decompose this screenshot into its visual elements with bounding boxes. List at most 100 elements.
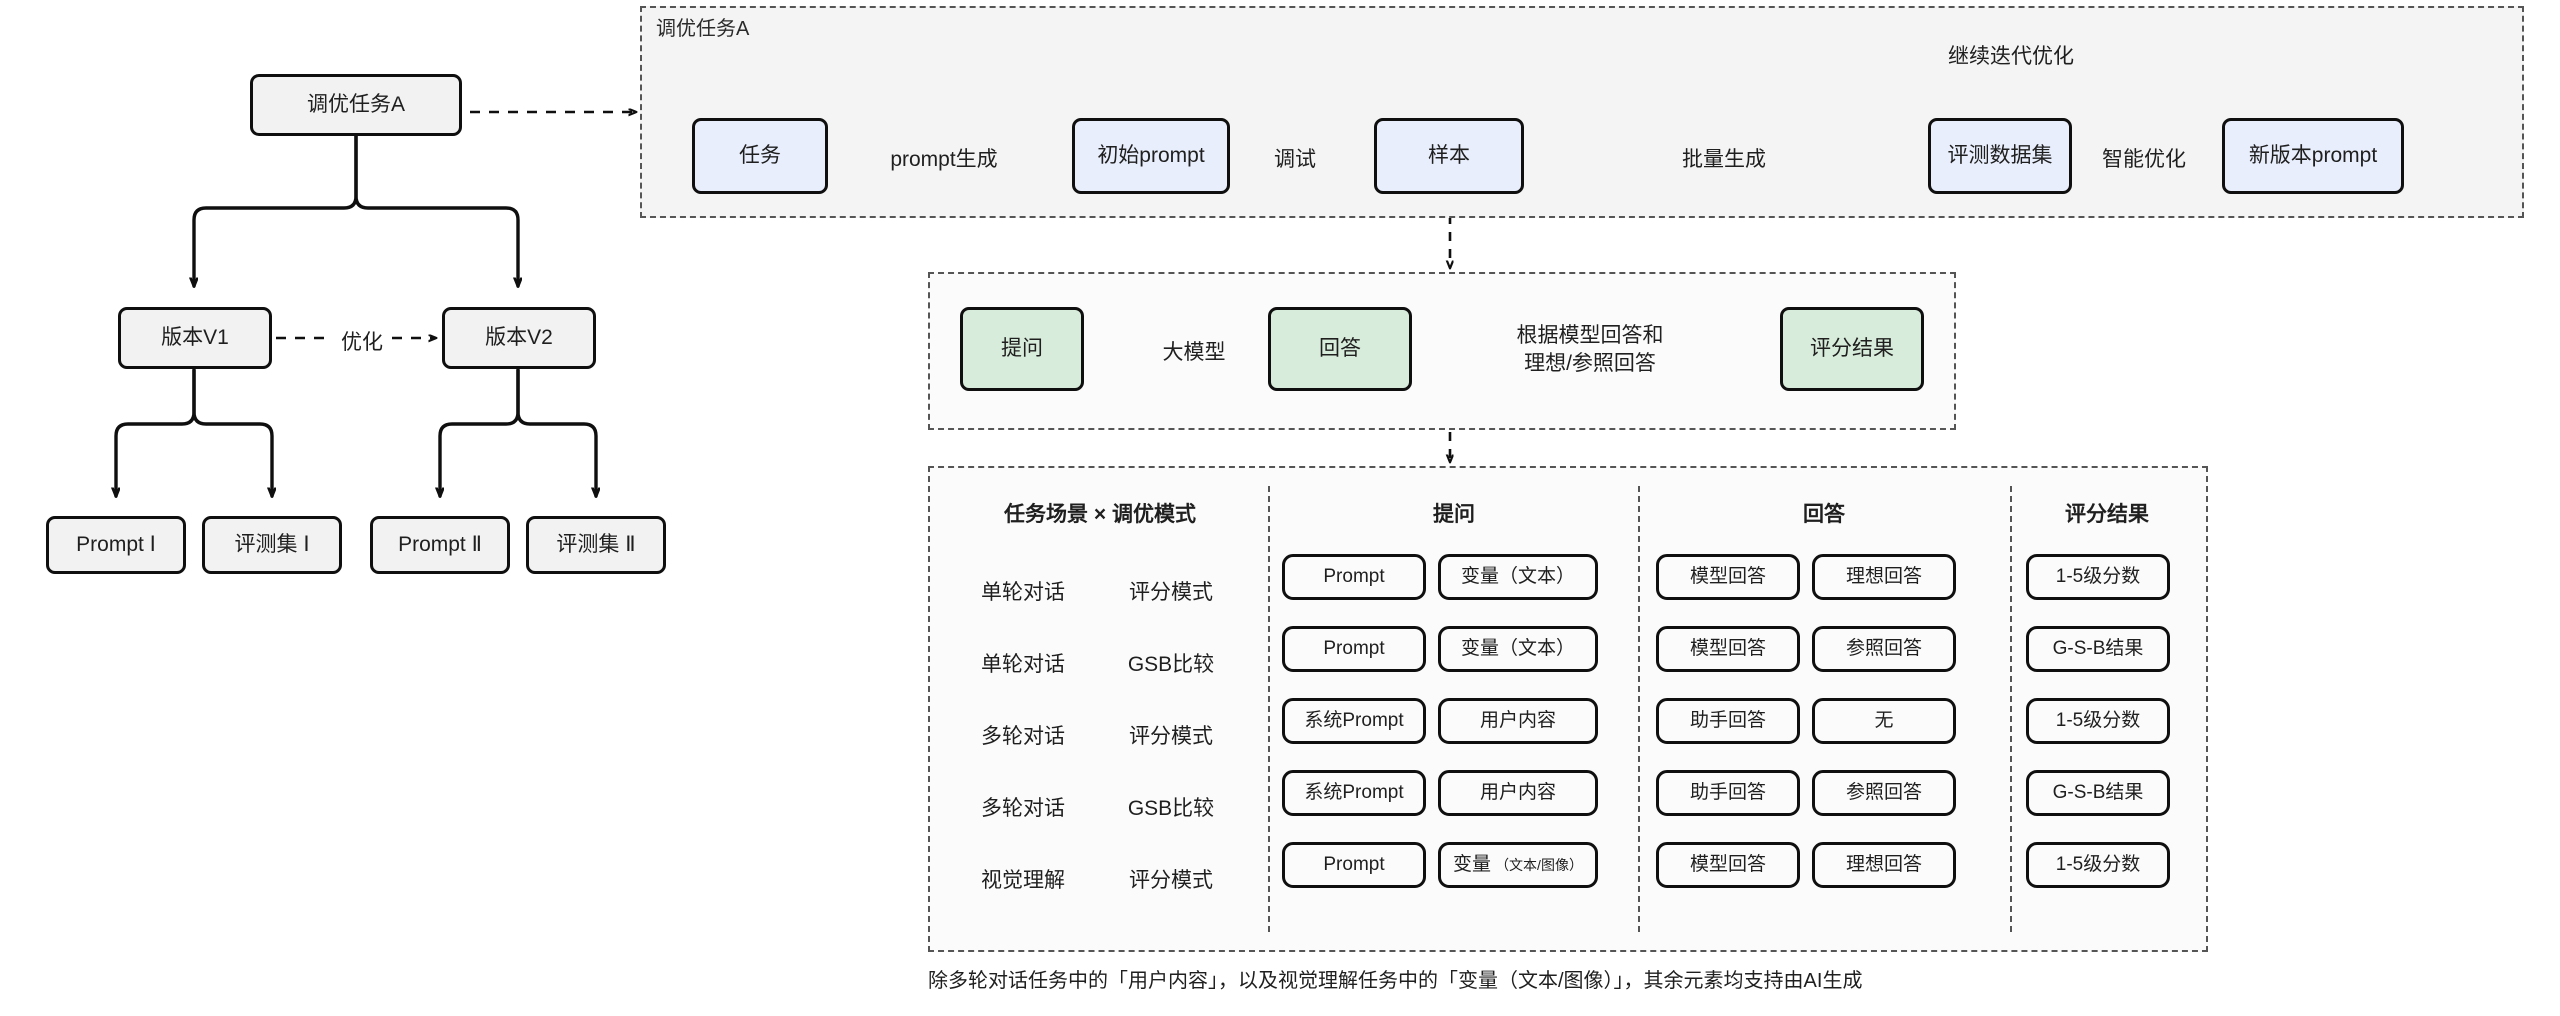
matrix-cell-label: Prompt [1323, 638, 1385, 660]
matrix-divider-1 [1268, 486, 1270, 932]
matrix-cell-label: Prompt [1323, 566, 1385, 588]
matrix-cell-question-b[interactable]: 变量（文本/图像） [1438, 842, 1598, 888]
pipeline-node-task[interactable]: 任务 [692, 118, 828, 194]
leaf-evalset-2-node[interactable]: 评测集 Ⅱ [526, 516, 666, 574]
matrix-cell-score[interactable]: 1-5级分数 [2026, 698, 2170, 744]
leaf-prompt-2-label: Prompt Ⅱ [398, 532, 482, 556]
tree-root-node[interactable]: 调优任务A [250, 74, 462, 136]
eval-edge-criteria: 根据模型回答和 理想/参照回答 [1482, 322, 1698, 377]
matrix-cell-label: Prompt [1323, 854, 1385, 876]
pipeline-node-sample[interactable]: 样本 [1374, 118, 1524, 194]
matrix-cell-answer-b[interactable]: 无 [1812, 698, 1956, 744]
matrix-cell-label: 变量（文本） [1460, 566, 1575, 588]
pipeline-loop-label: 继续迭代优化 [1920, 40, 2102, 70]
eval-node-question-label: 提问 [1001, 336, 1043, 360]
matrix-row-scenario: 单轮对话 [981, 653, 1065, 676]
pipeline-edge-smart-opt: 智能优化 [2102, 148, 2186, 171]
eval-node-answer[interactable]: 回答 [1268, 307, 1412, 391]
version-v1-label: 版本V1 [161, 325, 229, 349]
matrix-row-scenario: 多轮对话 [981, 725, 1065, 748]
matrix-header-answer: 回答 [1803, 503, 1845, 526]
matrix-cell-label: 1-5级分数 [2055, 566, 2141, 588]
matrix-cell-question-b[interactable]: 用户内容 [1438, 698, 1598, 744]
matrix-cell-label: 模型回答 [1689, 854, 1766, 876]
matrix-cell-score[interactable]: 1-5级分数 [2026, 842, 2170, 888]
matrix-cell-question-a[interactable]: Prompt [1282, 842, 1426, 888]
pipeline-node-new-prompt[interactable]: 新版本prompt [2222, 118, 2404, 194]
pipeline-node-sample-label: 样本 [1428, 143, 1470, 167]
matrix-row-scenario: 视觉理解 [981, 869, 1065, 892]
matrix-cell-label: 理想回答 [1845, 854, 1922, 876]
pipeline-node-new-prompt-label: 新版本prompt [2248, 143, 2378, 167]
matrix-header-score: 评分结果 [2065, 503, 2149, 526]
matrix-header-scenario: 任务场景 × 调优模式 [1004, 503, 1196, 526]
matrix-cell-label: 参照回答 [1845, 782, 1922, 804]
pipeline-container-label: 调优任务A [656, 18, 750, 40]
matrix-cell-question-a[interactable]: Prompt [1282, 626, 1426, 672]
matrix-cell-question-b[interactable]: 变量（文本） [1438, 554, 1598, 600]
leaf-prompt-1-label: Prompt Ⅰ [76, 532, 156, 556]
leaf-evalset-1-node[interactable]: 评测集 Ⅰ [202, 516, 342, 574]
pipeline-node-initial-prompt[interactable]: 初始prompt [1072, 118, 1230, 194]
eval-node-answer-label: 回答 [1319, 336, 1361, 360]
pipeline-edge-debug: 调试 [1274, 148, 1316, 171]
eval-node-score-result[interactable]: 评分结果 [1780, 307, 1924, 391]
version-v1-node[interactable]: 版本V1 [118, 307, 272, 369]
matrix-cell-label: 模型回答 [1689, 638, 1766, 660]
matrix-cell-answer-a[interactable]: 模型回答 [1656, 842, 1800, 888]
matrix-cell-answer-a[interactable]: 模型回答 [1656, 626, 1800, 672]
matrix-cell-score[interactable]: G-S-B结果 [2026, 626, 2170, 672]
leaf-prompt-1-node[interactable]: Prompt Ⅰ [46, 516, 186, 574]
matrix-row-mode: 评分模式 [1129, 725, 1213, 748]
eval-edge-llm: 大模型 [1162, 341, 1226, 364]
version-v2-label: 版本V2 [485, 325, 553, 349]
matrix-cell-question-a[interactable]: Prompt [1282, 554, 1426, 600]
matrix-cell-answer-b[interactable]: 参照回答 [1812, 770, 1956, 816]
version-edge-label: 优化 [341, 331, 383, 354]
matrix-cell-label: 变量（文本） [1460, 638, 1575, 660]
matrix-cell-score[interactable]: 1-5级分数 [2026, 554, 2170, 600]
matrix-cell-answer-a[interactable]: 助手回答 [1656, 770, 1800, 816]
matrix-cell-answer-b[interactable]: 参照回答 [1812, 626, 1956, 672]
matrix-row-mode: 评分模式 [1129, 869, 1213, 892]
pipeline-node-task-label: 任务 [739, 143, 781, 167]
version-v2-node[interactable]: 版本V2 [442, 307, 596, 369]
leaf-evalset-2-label: 评测集 Ⅱ [556, 532, 636, 556]
matrix-footnote: 除多轮对话任务中的「用户内容」，以及视觉理解任务中的「变量（文本/图像）」，其余… [928, 970, 1863, 992]
matrix-cell-answer-a[interactable]: 模型回答 [1656, 554, 1800, 600]
matrix-header-question: 提问 [1433, 503, 1475, 526]
eval-node-question[interactable]: 提问 [960, 307, 1084, 391]
matrix-cell-question-a[interactable]: 系统Prompt [1282, 698, 1426, 744]
tree-root-label: 调优任务A [306, 92, 405, 116]
eval-edge-criteria-line1: 根据模型回答和 [1516, 324, 1664, 347]
matrix-cell-label: 系统Prompt [1304, 710, 1404, 732]
matrix-row-mode: GSB比较 [1127, 797, 1215, 820]
matrix-cell-question-a[interactable]: 系统Prompt [1282, 770, 1426, 816]
matrix-cell-question-b[interactable]: 变量（文本） [1438, 626, 1598, 672]
pipeline-node-eval-dataset-label: 评测数据集 [1947, 143, 2053, 167]
matrix-cell-label: 无 [1874, 710, 1894, 732]
matrix-cell-question-b[interactable]: 用户内容 [1438, 770, 1598, 816]
matrix-row-scenario: 多轮对话 [981, 797, 1065, 820]
matrix-cell-score[interactable]: G-S-B结果 [2026, 770, 2170, 816]
matrix-cell-label: 用户内容 [1479, 782, 1556, 804]
matrix-divider-3 [2010, 486, 2012, 932]
pipeline-container [640, 6, 2524, 218]
matrix-cell-label: 1-5级分数 [2055, 854, 2141, 876]
matrix-cell-answer-b[interactable]: 理想回答 [1812, 554, 1956, 600]
matrix-cell-label: 助手回答 [1689, 782, 1766, 804]
leaf-prompt-2-node[interactable]: Prompt Ⅱ [370, 516, 510, 574]
matrix-cell-label: 用户内容 [1479, 710, 1556, 732]
pipeline-node-eval-dataset[interactable]: 评测数据集 [1928, 118, 2072, 194]
matrix-cell-label: 1-5级分数 [2055, 710, 2141, 732]
eval-node-score-result-label: 评分结果 [1810, 336, 1894, 360]
matrix-row-mode: 评分模式 [1129, 581, 1213, 604]
pipeline-edge-prompt-gen: prompt生成 [890, 148, 998, 171]
matrix-row-scenario: 单轮对话 [981, 581, 1065, 604]
matrix-cell-answer-a[interactable]: 助手回答 [1656, 698, 1800, 744]
eval-edge-criteria-line2: 理想/参照回答 [1524, 351, 1656, 375]
matrix-row-mode: GSB比较 [1127, 653, 1215, 676]
matrix-cell-label: G-S-B结果 [2052, 638, 2144, 660]
matrix-cell-answer-b[interactable]: 理想回答 [1812, 842, 1956, 888]
pipeline-node-initial-prompt-label: 初始prompt [1097, 143, 1205, 167]
